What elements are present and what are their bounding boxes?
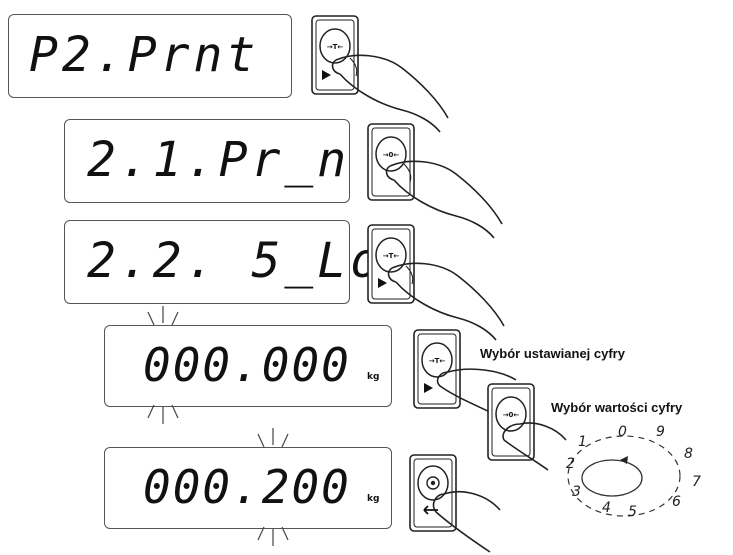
tare-key-label: →T← bbox=[429, 357, 446, 365]
tare-key-label: →T← bbox=[327, 43, 344, 51]
tare-key-select-digit[interactable]: →T← bbox=[413, 329, 461, 409]
unit-label: kg bbox=[367, 372, 380, 382]
dial-digit: 2 bbox=[566, 456, 575, 472]
display-text: P2.Prnt bbox=[29, 27, 260, 83]
dial-digit: 6 bbox=[672, 494, 681, 510]
rotate-arrow-icon bbox=[620, 456, 628, 464]
display-2-1-pr-n: 2.1.Pr_n bbox=[64, 119, 350, 203]
play-arrow-icon bbox=[378, 278, 387, 288]
display-2-2-s-lo: 2.2. 5_Lo bbox=[64, 220, 379, 304]
display-text: 2.2. 5_Lo bbox=[87, 233, 384, 289]
digit-dial: 0 9 8 7 6 5 4 3 2 1 bbox=[566, 424, 701, 520]
dial-digit: 0 bbox=[618, 424, 627, 440]
zero-key-select-value[interactable]: →0← bbox=[487, 383, 535, 461]
finger-hand-icon bbox=[502, 422, 567, 471]
caption-select-digit: Wybór ustawianej cyfry bbox=[480, 346, 625, 361]
blink-marks bbox=[257, 428, 289, 546]
enter-arrow-icon bbox=[423, 505, 438, 515]
dial-digit: 8 bbox=[684, 446, 693, 462]
display-text: 000.000 bbox=[143, 338, 351, 392]
play-arrow-icon bbox=[322, 70, 331, 80]
zero-key-label: →0← bbox=[383, 151, 400, 159]
caption-select-value: Wybór wartości cyfry bbox=[551, 400, 683, 415]
dial-digit: 1 bbox=[578, 434, 587, 450]
dial-digit: 3 bbox=[572, 484, 581, 500]
display-000-200: 000.200 kg bbox=[104, 447, 392, 529]
display-000-000: 000.000 kg bbox=[104, 325, 392, 407]
display-text: 2.1.Pr_n bbox=[87, 132, 351, 188]
zero-key-label: →0← bbox=[503, 411, 520, 419]
finger-hand-icon bbox=[432, 490, 501, 553]
dial-digit: 9 bbox=[656, 424, 665, 440]
blink-marks bbox=[147, 306, 179, 424]
print-icon bbox=[426, 476, 440, 490]
tare-key-label: →T← bbox=[383, 252, 400, 260]
dial-digit: 4 bbox=[602, 500, 611, 516]
unit-label: kg bbox=[367, 494, 380, 504]
dial-digit: 5 bbox=[628, 504, 637, 520]
tare-key-1[interactable]: →T← bbox=[311, 15, 359, 95]
zero-key[interactable]: →0← bbox=[367, 123, 415, 201]
dial-digit: 7 bbox=[692, 474, 701, 490]
play-arrow-icon bbox=[424, 383, 433, 393]
enter-key[interactable] bbox=[409, 454, 457, 532]
dial-ring bbox=[581, 459, 643, 497]
display-text: 000.200 bbox=[143, 460, 351, 514]
display-p2-prnt: P2.Prnt bbox=[8, 14, 292, 98]
